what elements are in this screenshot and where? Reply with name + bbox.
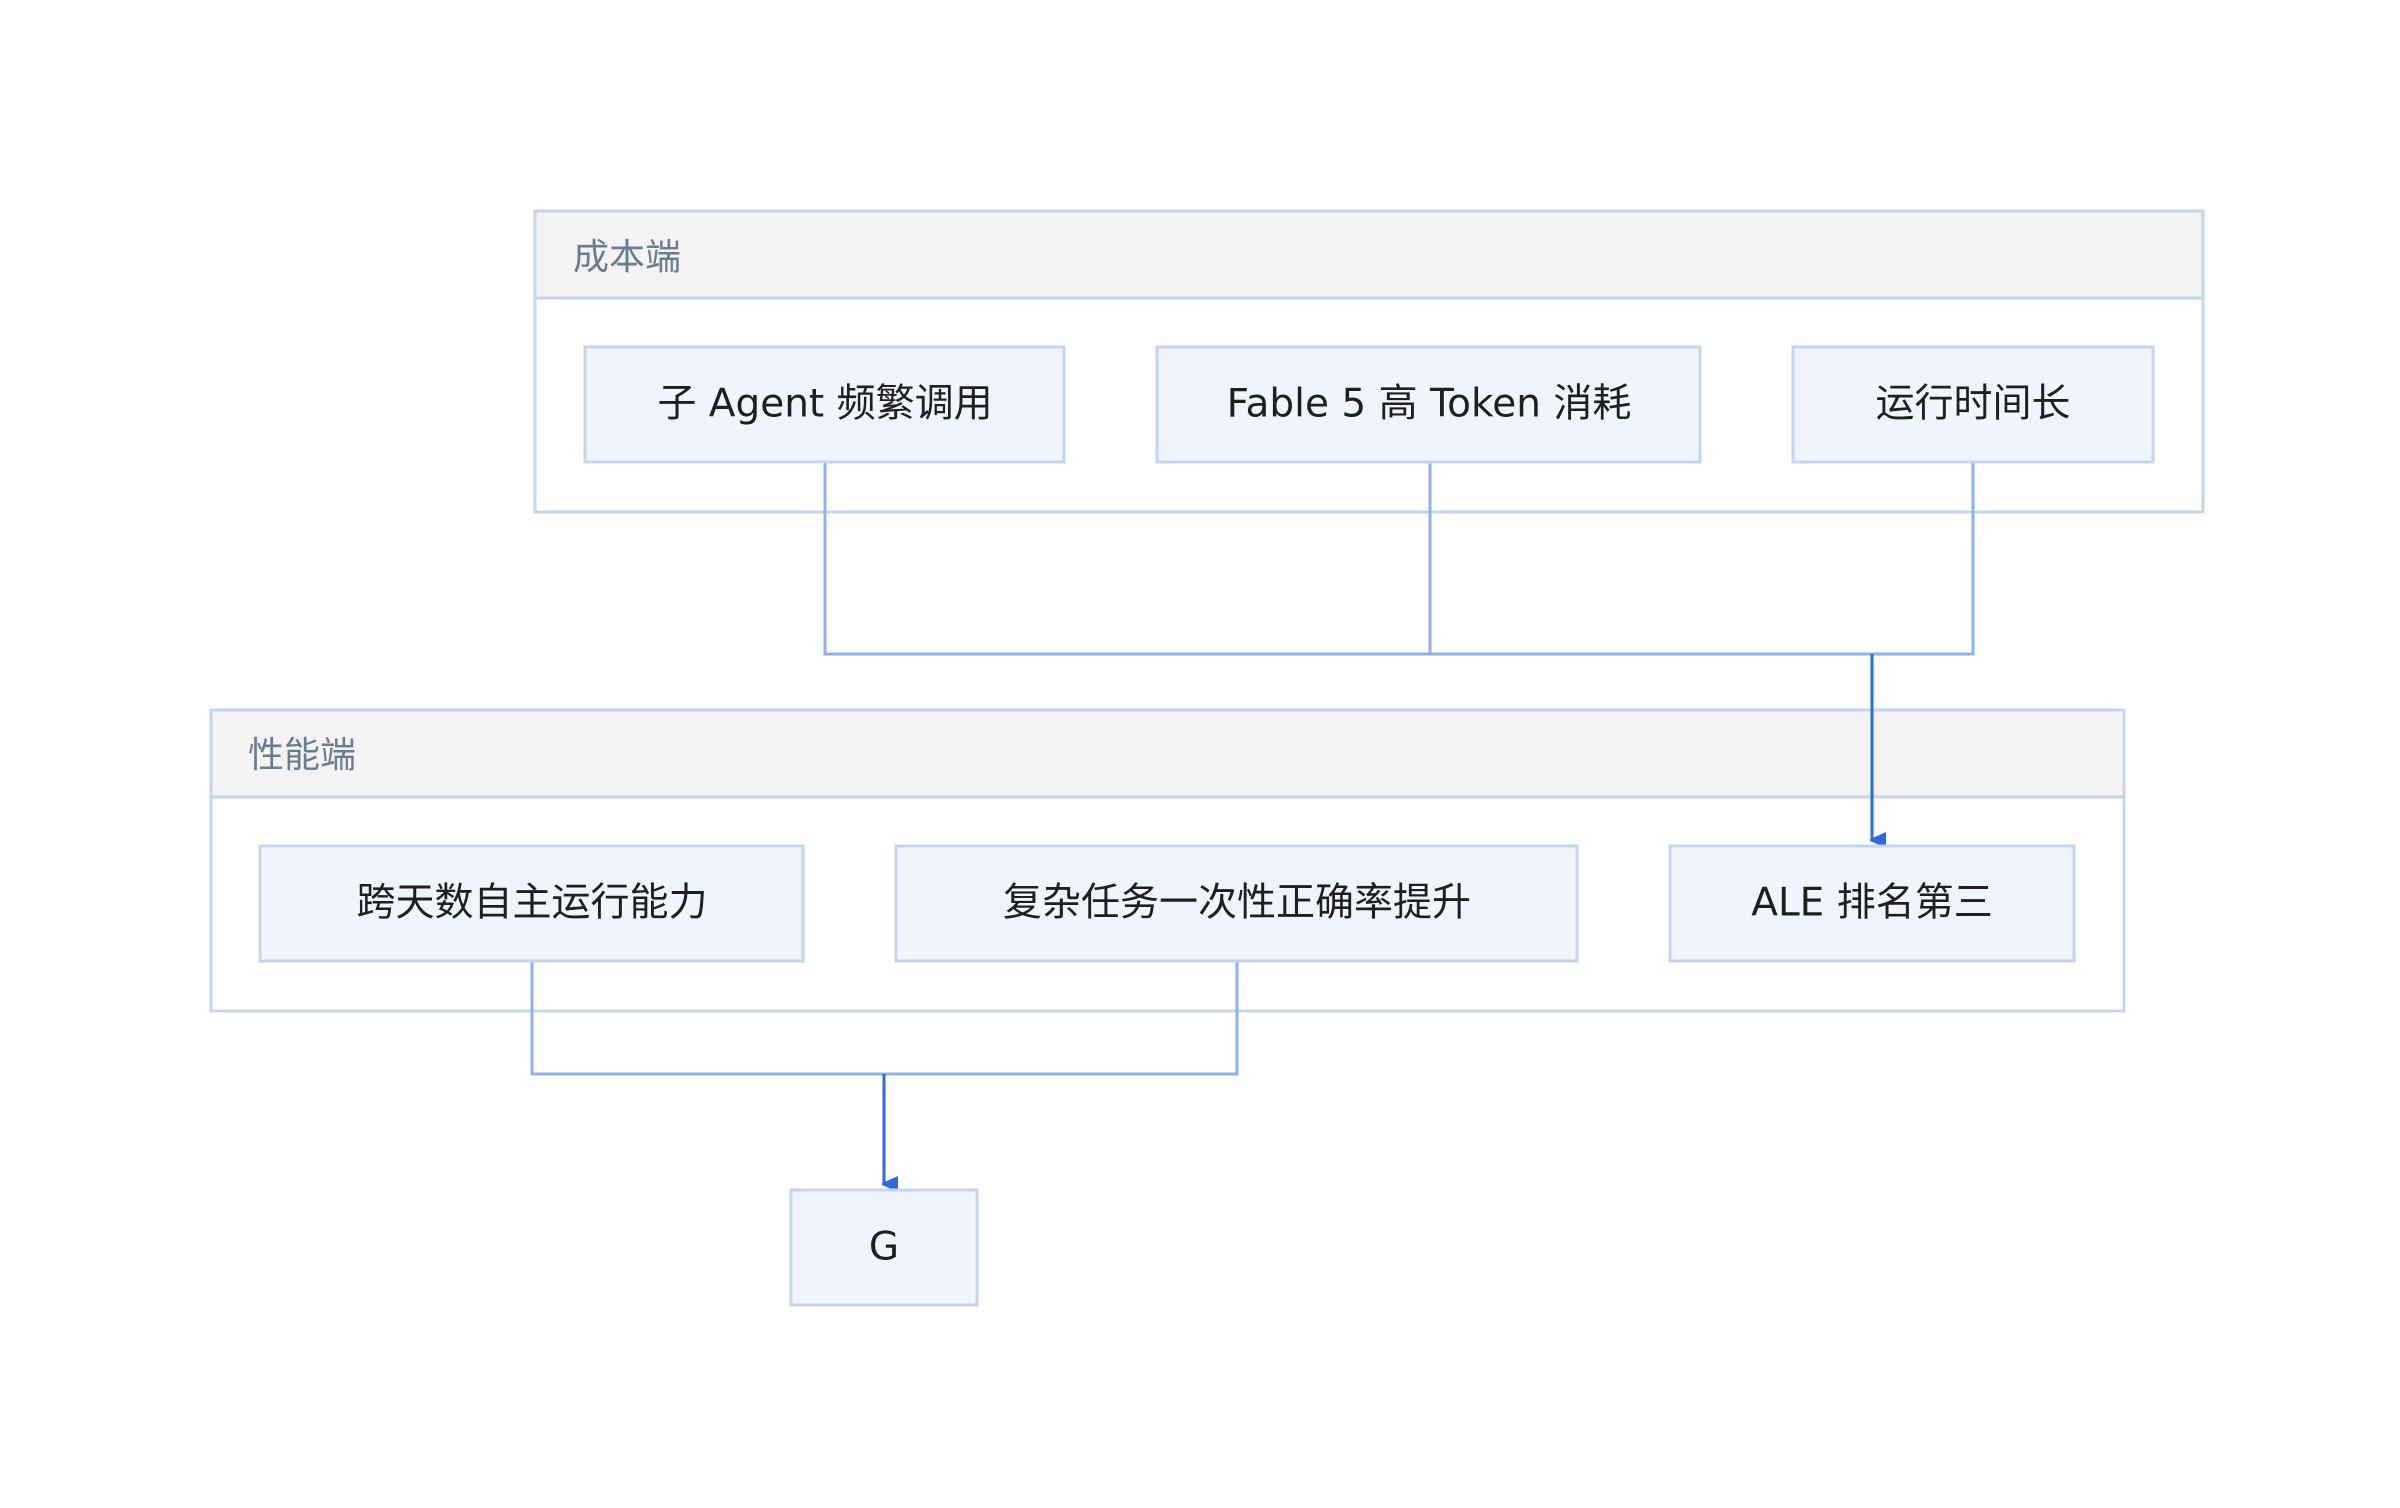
node-multiday-autonomy[interactable]: 跨天数自主运行能力 [258, 844, 805, 963]
node-fable5-tokens-label: Fable 5 高 Token 消耗 [1227, 382, 1632, 427]
node-ale-rank-label: ALE 排名第三 [1751, 881, 1992, 926]
node-fable5-tokens[interactable]: Fable 5 高 Token 消耗 [1155, 345, 1702, 464]
node-long-runtime-label: 运行时间长 [1875, 382, 2070, 427]
node-sub-agent-calls[interactable]: 子 Agent 频繁调用 [583, 345, 1066, 464]
node-sub-agent-calls-label: 子 Agent 频繁调用 [657, 382, 992, 427]
edge-sub-agent-to-merge [823, 462, 1872, 656]
node-ale-rank[interactable]: ALE 排名第三 [1668, 844, 2076, 963]
edges-cost-to-ale [823, 462, 1975, 840]
node-complex-task-accuracy-label: 复杂任务一次性正确率提升 [1003, 881, 1471, 926]
edge-accuracy-to-merge [884, 961, 1239, 1076]
node-g[interactable]: G [789, 1188, 979, 1307]
group-cost-header [533, 209, 2205, 300]
node-multiday-autonomy-label: 跨天数自主运行能力 [356, 881, 707, 926]
group-cost-title: 成本端 [573, 237, 681, 278]
node-complex-task-accuracy[interactable]: 复杂任务一次性正确率提升 [894, 844, 1579, 963]
node-g-label: G [869, 1225, 899, 1270]
node-long-runtime[interactable]: 运行时间长 [1791, 345, 2155, 464]
edge-autonomy-to-merge [530, 961, 884, 1076]
group-performance-title: 性能端 [248, 735, 356, 776]
group-performance-header [209, 708, 2126, 799]
edges-performance-to-g [530, 961, 1239, 1184]
edge-runtime-to-merge [1872, 462, 1975, 656]
